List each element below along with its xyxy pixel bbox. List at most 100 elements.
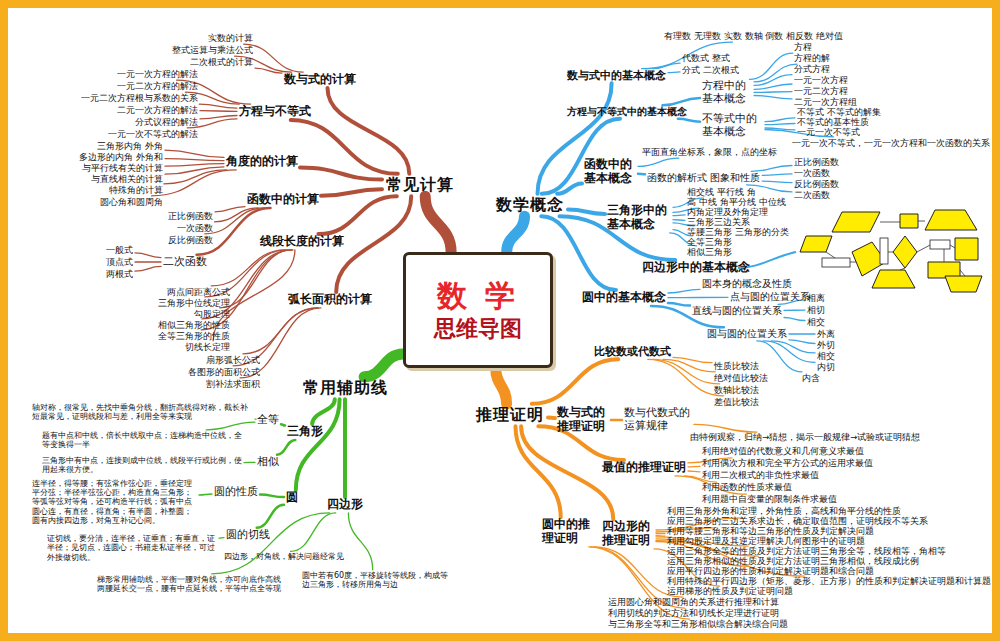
node-text: 四边形 (327, 498, 363, 512)
leaf-node: 有理数 无理数 实数 数轴 倒数 相反数 绝对值 (662, 30, 845, 42)
branch-line (152, 170, 237, 196)
node-text: 一元二次方程 (794, 86, 848, 96)
branch-line (291, 513, 336, 552)
leaf-node: 两点间距离公式 (165, 286, 232, 298)
branch-line (215, 207, 245, 212)
center-node: 数 学思维导图 (403, 252, 553, 368)
leaf-node: 分式方程 (792, 63, 832, 75)
title-text: 数 学 (406, 276, 550, 315)
leaf-node: 圆中若有60度，平移旋转等线段，构成等边三角形，转移所用角与边 (300, 570, 454, 590)
leaf-node: 性质比较法 (712, 360, 761, 372)
node-text: 不等式中的基本概念 (702, 113, 763, 138)
branch-node: 圆 (284, 490, 300, 506)
node-text: 一元一次不等式的解法 (108, 129, 198, 139)
branch-line (642, 42, 733, 68)
node-text: 圆 (286, 491, 298, 505)
node-text: 与直线相关的计算 (91, 174, 163, 184)
node-text: 函数中的计算 (247, 193, 319, 207)
node-text: 顶点式 (106, 257, 133, 267)
leaf-node: 三角形三边关系 (685, 216, 752, 228)
node-text: 方程的解 (794, 53, 830, 63)
node-text: 方程与不等式中的基本概念 (567, 106, 687, 118)
leaf-node: 利用特殊的平行四边形（矩形、菱形、正方形）的性质和判定解决证明题和计算题 (665, 576, 993, 588)
node-text: 三角形内角 外角 (97, 141, 163, 151)
leaf-node: 应用平行四边形的性质和判定解决证明题和综合问题 (665, 566, 876, 578)
node-text: 圆中若有60度，平移旋转等线段，构成等边三角形，转移所用角与边 (302, 571, 452, 589)
branch-node: 圆与圆的位置关系 (705, 327, 789, 341)
node-text: 等腰三角形 三角形的分类 (687, 227, 789, 237)
branch-line (281, 424, 285, 425)
leaf-node: 相交线 平行线 角 (685, 186, 758, 198)
leaf-node: 二次根式的计算 (188, 56, 255, 68)
node-text: 代数式 整式 (682, 53, 730, 63)
leaf-node: 四边形，对角线，解决问题经常见 (222, 551, 346, 562)
node-text: 二次根式的计算 (190, 57, 253, 67)
branch-node: 三角形 (285, 424, 325, 440)
node-text: 相交 (817, 351, 835, 361)
node-text: 分式 二次根式 (682, 65, 739, 75)
node-text: 利用绝对值的代数意义和几何意义求最值 (702, 447, 864, 457)
node-text: 相切 (807, 305, 825, 315)
node-text: 差值比较法 (714, 397, 759, 407)
node-text: 切线长定理 (185, 342, 230, 352)
node-text: 全等三角形的性质 (158, 331, 230, 341)
node-text: 一次函数 (794, 168, 830, 178)
node-text: 角度的的计算 (226, 155, 298, 169)
node-text: 与平行线有关的计算 (82, 163, 163, 173)
node-text: 应用平行四边形的性质和判定解决证明题和综合问题 (667, 567, 874, 577)
branch-line (638, 173, 645, 176)
branch-line (165, 150, 224, 157)
branch-line (312, 399, 335, 424)
node-text: 数与代数式的运算规律 (624, 407, 692, 432)
branch-line (762, 181, 792, 183)
leaf-node: 相似三角形 (685, 246, 734, 258)
branch-line (638, 158, 679, 166)
branch-line (648, 359, 724, 396)
node-text: 二次函数 (794, 190, 830, 200)
leaf-node: 勾股定理 (192, 308, 232, 320)
node-text: 线段长度的计算 (260, 235, 344, 249)
node-text: 轴对称，很常见，先找中垂角分线，翻折高线得对称，截长补短最常见，证明线段和与差，… (32, 403, 254, 421)
leaf-node: 切线长定理 (183, 341, 232, 353)
branch-line (548, 416, 555, 421)
node-text: 相交线 平行线 角 (687, 187, 756, 197)
leaf-node: 运用三角形相似的性质及判定方法证明三角形相似，线段成比例 (665, 556, 921, 568)
branch-node: 四边形中的基本概念 (640, 260, 752, 276)
leaf-node: 代数式 整式 (680, 52, 732, 64)
node-text: 相离 (807, 293, 825, 303)
branch-line (165, 164, 224, 167)
node-text: 反比例函数 (794, 179, 839, 189)
leaf-node: 分式议程的解法 (133, 116, 200, 128)
leaf-node: 反比例函数 (792, 178, 841, 190)
branch-node: 全等 (255, 413, 281, 428)
node-text: 运用圆心角和圆周角的关系进行推理和计算 (608, 598, 779, 608)
branch-line (496, 368, 507, 404)
branch-line (663, 98, 701, 105)
node-text: 利用三角形外角和定理，外角性质，高线和角平分线的性质 (667, 507, 901, 517)
node-text: 相似三角形的性质 (158, 320, 230, 330)
node-text: 不等式 不等式的解集 (797, 107, 881, 117)
branch-line (328, 88, 410, 174)
branch-line (277, 440, 295, 455)
leaf-node: 绝对值比较法 (712, 372, 770, 384)
node-text: 推理证明 (476, 406, 544, 424)
branch-line (668, 289, 700, 293)
branch-line (762, 174, 792, 175)
branch-node: 数与式中的基本概念 (565, 69, 668, 84)
leaf-node: 各图形的面积公式 (186, 366, 262, 378)
node-text: 圆与圆的位置关系 (707, 328, 787, 340)
branch-line (771, 341, 815, 353)
branch-line (754, 91, 792, 93)
branch-line (206, 422, 255, 430)
node-text: 四边形，对角线，解决问题经常见 (224, 552, 344, 561)
node-text: 利用等腰三角形和等边三角形的性质及判定解决问题 (667, 527, 874, 537)
leaf-node: 割补法求面积 (204, 378, 262, 390)
node-text: 函数的解析式 图象和性质 (647, 172, 760, 184)
node-text: 一元一次方程 (794, 75, 848, 85)
branch-line (673, 219, 685, 221)
node-text: 二元一次方程组 (794, 97, 857, 107)
leaf-node: 外离 (815, 328, 837, 340)
branch-line (507, 216, 525, 252)
branch-line (199, 104, 237, 108)
branch-line (765, 124, 795, 125)
